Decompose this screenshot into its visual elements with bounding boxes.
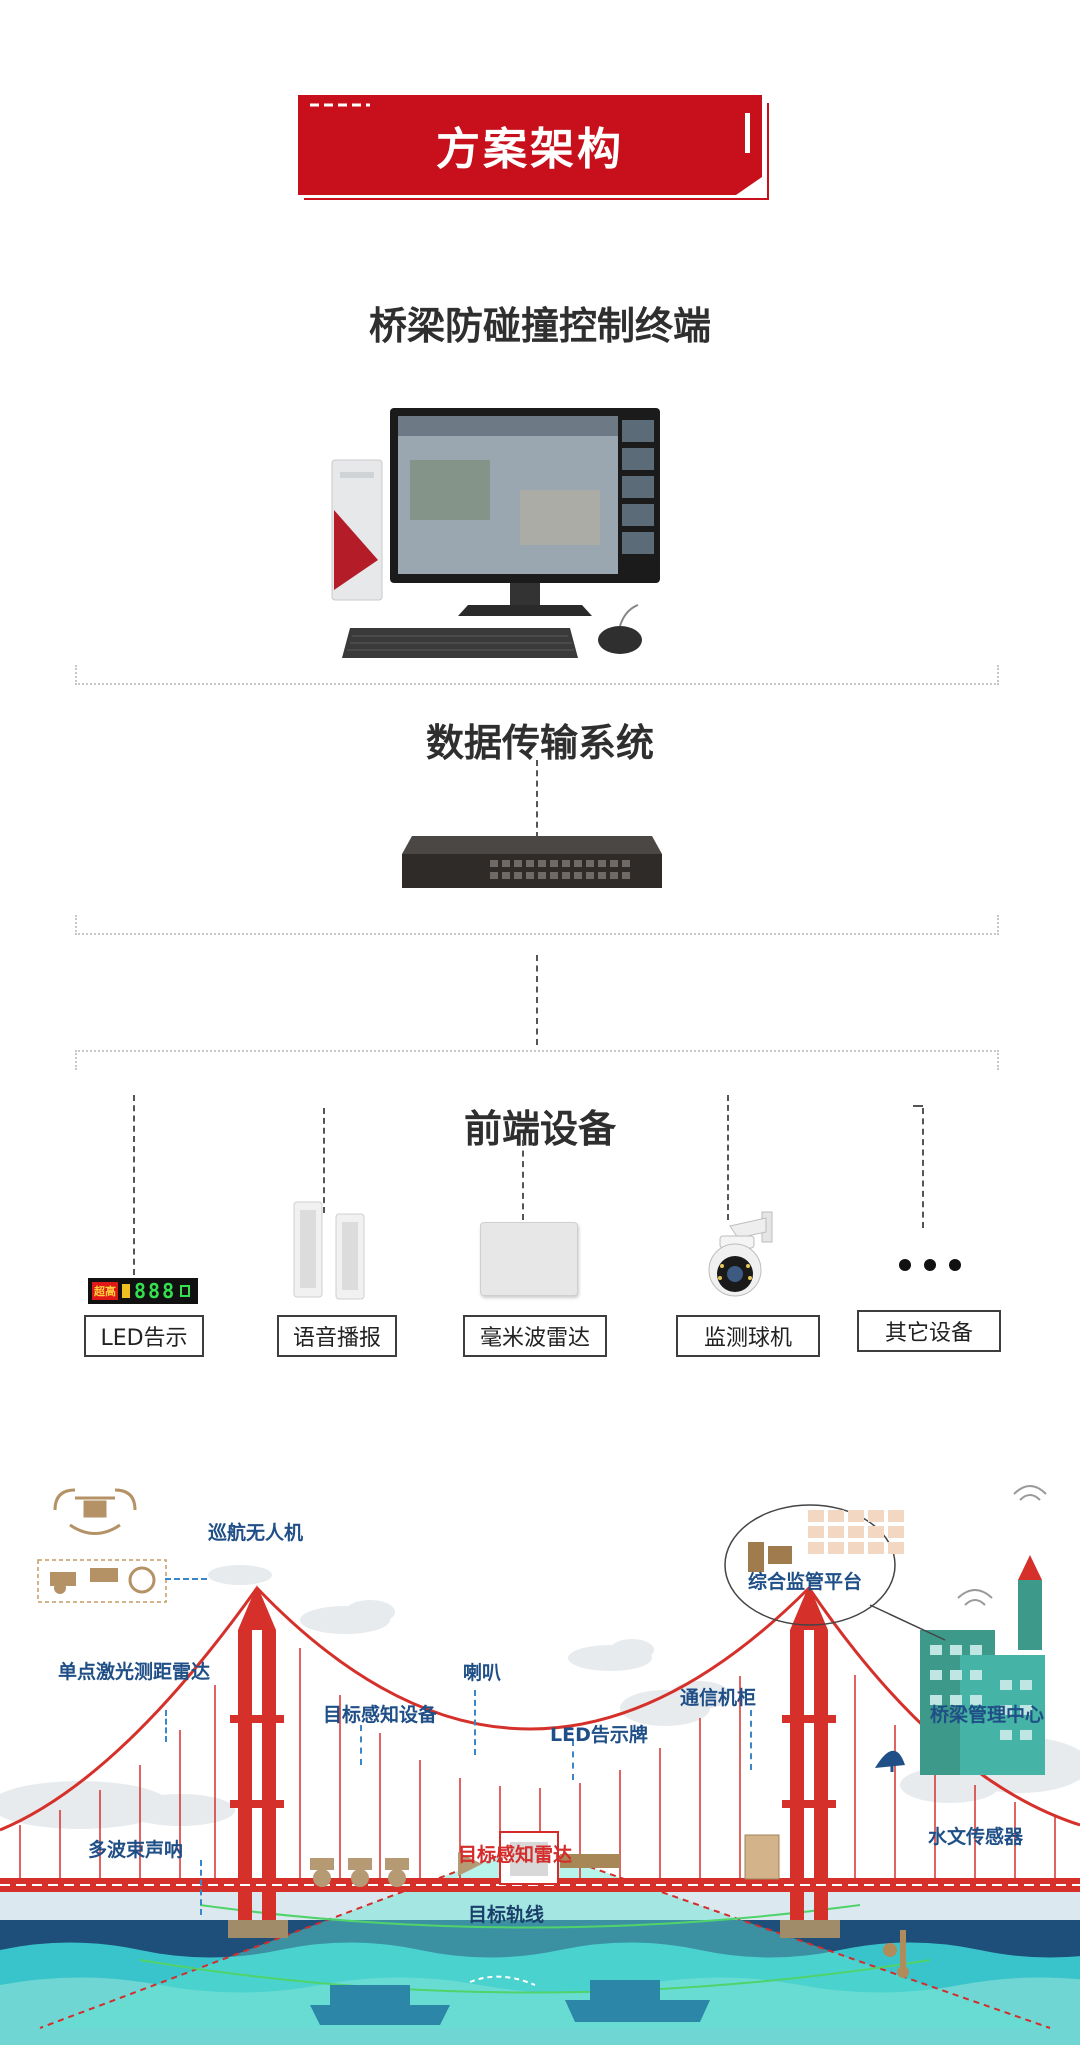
- banner-title: 方案架构: [436, 124, 624, 175]
- device-label-led: LED告示: [84, 1315, 204, 1357]
- callout-line: [474, 1690, 476, 1755]
- led-red-text: 超高: [92, 1282, 118, 1300]
- label-management-center: 桥梁管理中心: [930, 1704, 1045, 1726]
- label-sensing: 目标感知设备: [323, 1704, 438, 1726]
- divider-bracket: [75, 1050, 999, 1070]
- label-laser: 单点激光测距雷达: [58, 1661, 211, 1683]
- led-indicator: [180, 1285, 191, 1297]
- ship-shapes: [310, 1980, 710, 2025]
- frontend-title: 前端设备: [463, 1107, 616, 1151]
- label-drone: 巡航无人机: [208, 1522, 304, 1544]
- speaker-column-icon: [293, 1201, 365, 1300]
- label-target-radar: 目标感知雷达: [458, 1844, 573, 1866]
- connector-tick: [913, 1105, 923, 1107]
- section-banner: [298, 95, 769, 200]
- drone-icon: [53, 1488, 137, 1535]
- callout-line: [165, 1578, 207, 1580]
- connector-line: [536, 955, 538, 1045]
- label-sonar: 多波束声呐: [88, 1839, 184, 1861]
- sensor-device-shapes: [310, 1852, 482, 1887]
- connector-line: [522, 1140, 524, 1220]
- device-label-other: 其它设备: [857, 1310, 1001, 1352]
- bridge-tower-shapes: [230, 1585, 836, 1920]
- label-cabinet: 通信机柜: [680, 1687, 757, 1709]
- more-dots-icon: [899, 1259, 961, 1271]
- led-display-icon: 超高 888: [88, 1278, 198, 1304]
- callout-line: [572, 1740, 574, 1780]
- bridge-hanger-shapes: [19, 1648, 1056, 1888]
- bridge-scene-illustration: [0, 1485, 1080, 2045]
- label-led-board: LED告示牌: [550, 1724, 648, 1746]
- led-indicator: [122, 1284, 130, 1298]
- callout-line: [165, 1710, 167, 1742]
- label-target-track: 目标轨线: [468, 1904, 545, 1926]
- label-horn: 喇叭: [463, 1662, 502, 1684]
- device-label-camera: 监测球机: [676, 1315, 820, 1357]
- callout-line: [360, 1725, 362, 1765]
- divider-bracket: [75, 915, 999, 935]
- sonar-device-shapes: [883, 1930, 909, 1978]
- callout-line: [200, 1860, 202, 1915]
- device-label-radar: 毫米波雷达: [463, 1315, 607, 1357]
- computer-terminal-icon: [331, 408, 660, 658]
- connector-line: [536, 760, 538, 838]
- screen-wall-shapes: [808, 1510, 904, 1554]
- dome-camera-icon: [708, 1211, 773, 1297]
- divider-bracket: [75, 665, 999, 685]
- transmission-title: 数据传输系统: [425, 721, 654, 765]
- management-center-building-shapes: [875, 1555, 1045, 1775]
- connector-line: [133, 1095, 135, 1275]
- connector-line: [922, 1108, 924, 1228]
- network-switch-icon: [402, 836, 662, 888]
- connector-line: [323, 1108, 325, 1213]
- radar-panel-icon: [480, 1222, 578, 1296]
- callout-line: [750, 1710, 752, 1770]
- led-digits: 888: [134, 1279, 177, 1303]
- connector-line: [727, 1095, 729, 1220]
- device-label-speaker: 语音播报: [277, 1315, 397, 1357]
- label-hydro-sensor: 水文传感器: [928, 1826, 1024, 1848]
- wireless-signal-shapes: [957, 1485, 1047, 1606]
- label-platform: 综合监管平台: [748, 1571, 863, 1593]
- terminal-title: 桥梁防碰撞控制终端: [368, 304, 711, 348]
